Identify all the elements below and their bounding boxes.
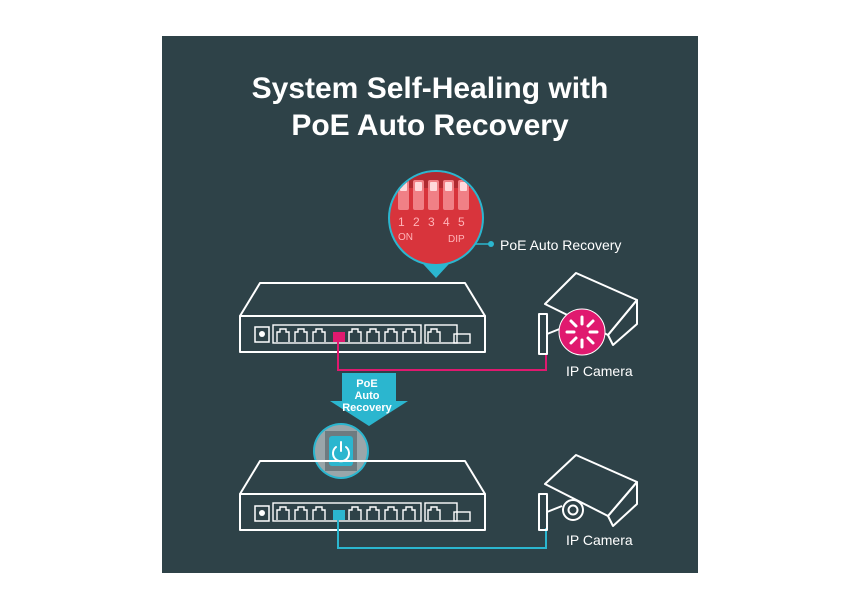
error-burst-icon [558, 308, 606, 356]
dip-on-label: ON [398, 232, 413, 243]
network-switch-bottom [239, 460, 547, 549]
ip-camera-bottom [538, 454, 638, 531]
dip-number-3: 3 [428, 215, 435, 229]
title-line-2: PoE Auto Recovery [291, 109, 569, 142]
network-switch-top [239, 282, 547, 371]
ip-camera-bottom-label: IP Camera [566, 532, 633, 548]
diagram-canvas: 1 2 3 4 5 ON DIP [239, 170, 638, 549]
cable-top [337, 342, 547, 371]
poe-auto-recovery-label: PoE Auto Recovery [500, 237, 622, 253]
dip-number-2: 2 [413, 215, 420, 229]
recovery-arrow [330, 373, 408, 426]
recovery-arrow-label: PoE Auto Recovery [334, 378, 400, 414]
dip-leader-line [475, 241, 494, 247]
dip-dip-label: DIP [448, 234, 465, 245]
arrow-line-2: Auto [354, 390, 380, 402]
ip-camera-top [538, 272, 638, 356]
cable-bottom [337, 520, 547, 549]
network-switch-icon [239, 282, 486, 353]
diagram-panel: System Self-Healing with PoE Auto Recove… [162, 36, 698, 573]
dip-number-5: 5 [458, 215, 465, 229]
dip-number-4: 4 [443, 215, 450, 229]
ip-camera-top-label: IP Camera [566, 363, 633, 379]
power-magnifier [313, 423, 369, 479]
dip-switch-magnifier: 1 2 3 4 5 ON DIP [388, 170, 484, 278]
arrow-line-1: PoE [356, 378, 378, 390]
title-line-1: System Self-Healing with [251, 72, 609, 105]
dip-number-1: 1 [398, 215, 405, 229]
diagram-title: System Self-Healing with PoE Auto Recove… [162, 70, 698, 144]
arrow-line-3: Recovery [342, 402, 392, 414]
